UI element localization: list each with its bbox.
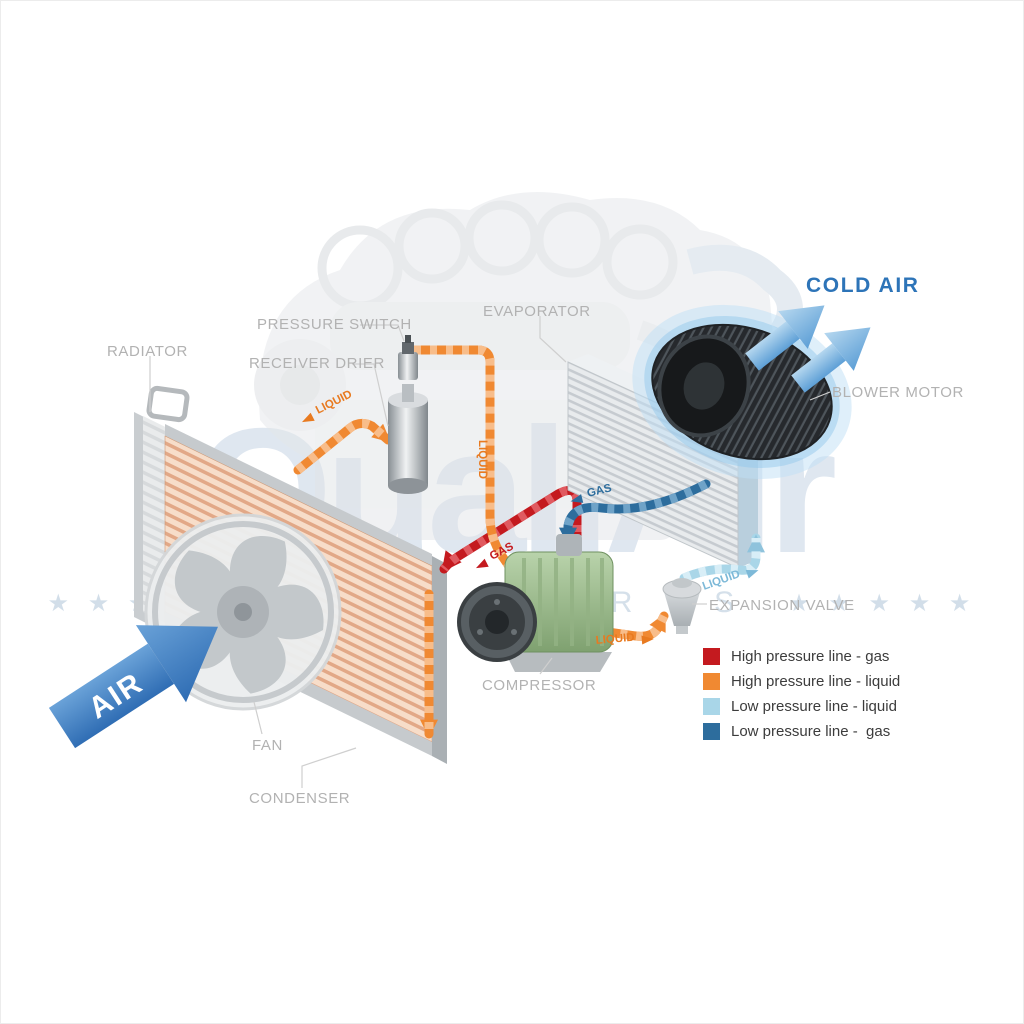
legend-row: High pressure line - gas (703, 648, 900, 665)
line-low-pressure-liquid (679, 533, 765, 583)
expansion-valve (662, 578, 702, 634)
expansion-valve-label: EXPANSION VALVE (709, 597, 855, 614)
legend-swatch-low-liquid (703, 698, 720, 715)
flow-label-evaporator-to-compressor: GAS (570, 482, 613, 503)
cold-air-label: COLD AIR (806, 274, 920, 297)
legend: High pressure line - gas High pressure l… (703, 648, 900, 740)
flow-arrow-icon (641, 635, 654, 645)
watermark-stars-right: ★ ★ ★ ★ ★ (788, 589, 977, 617)
flow-arrow-icon (745, 570, 759, 579)
legend-label: High pressure line - gas (731, 648, 890, 665)
fan-label: FAN (252, 737, 283, 754)
svg-text:GAS: GAS (586, 482, 613, 500)
legend-label: Low pressure line - gas (731, 723, 891, 740)
pressure-switch (398, 335, 418, 380)
legend-swatch-high-gas (703, 648, 720, 665)
leader-lines (149, 316, 831, 788)
flow-label-drier-to-valve: LIQUID (476, 440, 488, 479)
legend-swatch-low-gas (703, 723, 720, 740)
condenser-label: CONDENSER (249, 790, 351, 807)
flow-label-valve-inlet: LIQUID (595, 632, 654, 647)
legend-label: Low pressure line - liquid (731, 698, 897, 715)
evaporator-label: EVAPORATOR (483, 303, 591, 320)
pressure-switch-label: PRESSURE SWITCH (257, 316, 412, 333)
legend-swatch-high-liquid (703, 673, 720, 690)
svg-text:LIQUID: LIQUID (595, 632, 635, 647)
flow-arrow-icon (301, 412, 315, 423)
receiver-drier (388, 335, 428, 494)
air-flow-arrow: AIR (48, 625, 218, 749)
line-condenser-to-drier (293, 418, 393, 475)
blower-motor (632, 304, 852, 480)
flow-arrow-icon (475, 558, 489, 569)
cold-air-arrow (745, 305, 825, 371)
legend-row: High pressure line - liquid (703, 673, 900, 690)
blower-motor-label: BLOWER MOTOR (832, 384, 964, 401)
radiator-label: RADIATOR (107, 343, 188, 360)
receiver-drier-label: RECEIVER DRIER (249, 355, 385, 372)
legend-row: Low pressure line - liquid (703, 698, 900, 715)
legend-row: Low pressure line - gas (703, 723, 900, 740)
flow-arrow-icon (570, 494, 584, 503)
svg-text:LIQUID: LIQUID (476, 440, 488, 479)
legend-label: High pressure line - liquid (731, 673, 901, 690)
compressor-label: COMPRESSOR (482, 677, 597, 694)
line-low-pressure-gas (559, 479, 711, 547)
cold-air-arrow (791, 327, 871, 393)
compressor (457, 534, 614, 672)
line-high-pressure-gas (439, 485, 582, 574)
